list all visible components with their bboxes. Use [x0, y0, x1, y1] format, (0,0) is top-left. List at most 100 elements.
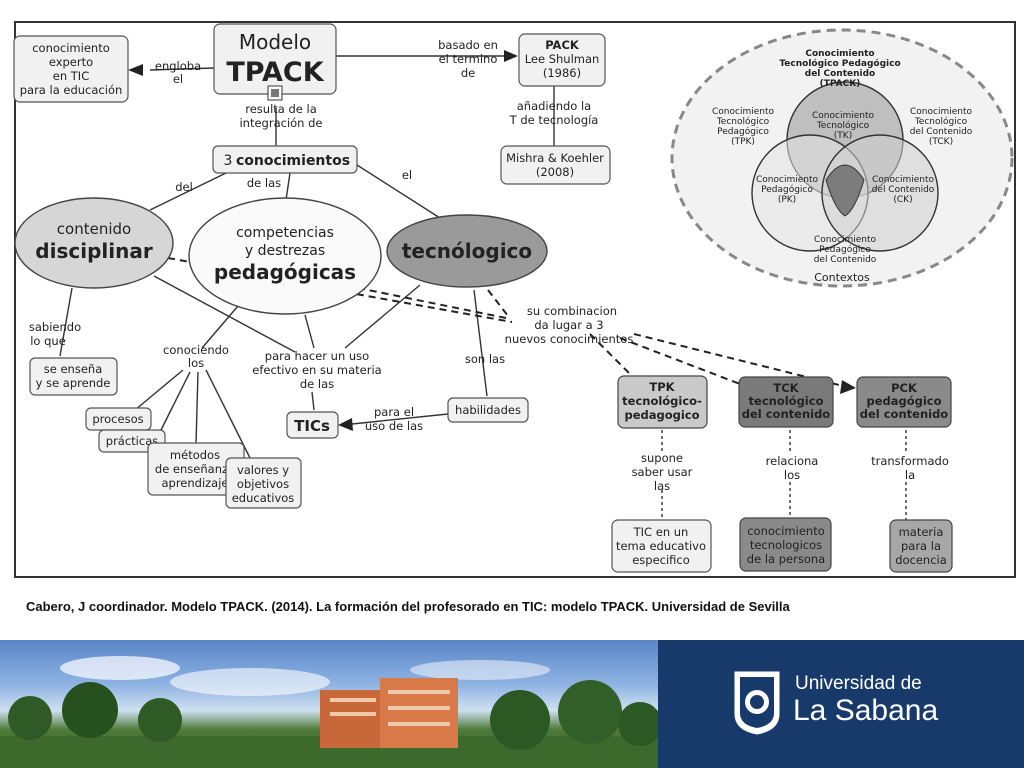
svg-text:tema educativo: tema educativo [616, 539, 706, 553]
svg-text:(CK): (CK) [893, 195, 912, 205]
svg-text:prácticas: prácticas [106, 434, 158, 448]
svg-text:conocimientos: conocimientos [236, 153, 350, 169]
svg-text:Lee Shulman: Lee Shulman [525, 52, 600, 66]
svg-text:la: la [905, 468, 915, 482]
svg-text:competencias: competencias [236, 225, 334, 241]
svg-text:de las: de las [300, 377, 334, 391]
svg-text:habilidades: habilidades [455, 403, 521, 417]
ensena-box: se enseña y se aprende [29, 357, 118, 396]
svg-text:relaciona: relaciona [766, 454, 819, 468]
svg-text:conocimiento: conocimiento [32, 41, 110, 55]
svg-text:(TCK): (TCK) [929, 137, 953, 147]
resulta-label: resulta de la [245, 102, 317, 116]
svg-text:aprendizaje: aprendizaje [161, 476, 228, 490]
footer-banner: Universidad de La Sabana [0, 640, 1024, 768]
svg-text:Tecnológico: Tecnológico [914, 116, 968, 127]
svg-text:Conocimiento: Conocimiento [872, 175, 934, 185]
svg-text:educativos: educativos [232, 491, 295, 505]
svg-text:los: los [188, 356, 204, 370]
svg-text:disciplinar: disciplinar [35, 239, 153, 263]
svg-text:TIC en un: TIC en un [633, 525, 689, 539]
svg-text:saber usar: saber usar [632, 465, 693, 479]
svg-text:Conocimiento: Conocimiento [712, 107, 774, 117]
svg-text:TICs: TICs [294, 417, 330, 435]
svg-text:de: de [461, 66, 475, 80]
campus-photo [0, 640, 658, 768]
conocimiento-tec-box: conocimiento tecnologicos de la persona [739, 517, 832, 572]
svg-text:T de tecnología: T de tecnología [509, 113, 599, 127]
svg-text:se enseña: se enseña [44, 362, 103, 376]
svg-text:Pedagógico: Pedagógico [717, 126, 769, 137]
svg-text:Pedagógico: Pedagógico [761, 184, 813, 195]
svg-text:(TPK): (TPK) [731, 137, 755, 147]
svg-text:sabiendo: sabiendo [29, 320, 81, 334]
svg-text:supone: supone [641, 451, 683, 465]
svg-text:el termino: el termino [439, 52, 498, 66]
svg-text:y destrezas: y destrezas [245, 243, 325, 259]
svg-text:uso de las: uso de las [365, 419, 423, 433]
svg-text:son las: son las [465, 352, 505, 366]
campus-illustration [0, 656, 658, 768]
svg-text:Conocimiento: Conocimiento [910, 107, 972, 117]
svg-text:Tecnológico Pedagógico: Tecnológico Pedagógico [779, 58, 900, 69]
svg-text:Conocimiento: Conocimiento [805, 49, 874, 59]
svg-text:pedagógico: pedagógico [866, 394, 941, 408]
svg-text:y se aprende: y se aprende [36, 376, 111, 390]
svg-text:3: 3 [224, 153, 233, 169]
metodos-box: métodos de enseñanza aprendizaje [147, 442, 245, 496]
tres-conocimientos-box: 3 conocimientos [212, 145, 358, 174]
svg-text:del Contenido: del Contenido [814, 255, 877, 265]
materia-box: materia para la docencia [889, 519, 953, 573]
connectors [59, 50, 555, 459]
svg-text:tecnologicos: tecnologicos [750, 538, 822, 552]
svg-text:da lugar a 3: da lugar a 3 [534, 318, 603, 332]
svg-text:Conocimiento: Conocimiento [756, 175, 818, 185]
svg-text:Tecnológico: Tecnológico [816, 120, 870, 131]
svg-text:el: el [402, 168, 412, 182]
svg-text:las: las [654, 479, 670, 493]
svg-text:del: del [175, 180, 193, 194]
pack-box: PACK Lee Shulman (1986) [518, 33, 606, 87]
tecnologico-node: tecnólogico [386, 214, 548, 288]
svg-text:(2008): (2008) [536, 165, 574, 179]
svg-text:conocimiento: conocimiento [747, 524, 825, 538]
basado-label: basado en [438, 38, 498, 52]
engloba-label: engloba [155, 59, 201, 73]
svg-text:Tecnológico: Tecnológico [716, 116, 770, 127]
brand-panel: Universidad de La Sabana [658, 640, 1024, 768]
svg-text:tecnológico-: tecnológico- [622, 394, 702, 408]
svg-text:tecnológico: tecnológico [749, 394, 824, 408]
svg-text:del contenido: del contenido [860, 407, 949, 421]
tpack-venn: Conocimiento Tecnológico Pedagógico del … [670, 28, 1014, 288]
svg-text:transformado: transformado [871, 454, 949, 468]
mishra-box: Mishra & Koehler (2008) [500, 145, 611, 185]
svg-text:contenido: contenido [57, 220, 131, 238]
valores-box: valores y objetivos educativos [225, 457, 302, 509]
tics-box: TICs [286, 411, 339, 439]
svg-text:integración de: integración de [239, 116, 322, 130]
svg-text:TCK: TCK [773, 381, 799, 395]
modelo-tpack-node: Modelo TPACK [213, 23, 337, 101]
pck-box: PCK pedagógico del contenido [856, 376, 952, 428]
svg-text:pedagogico: pedagogico [624, 408, 699, 422]
tpk-box: TPK tecnológico- pedagogico [617, 375, 708, 429]
svg-text:para la educación: para la educación [20, 83, 123, 97]
svg-text:(1986): (1986) [543, 66, 581, 80]
svg-text:Contextos: Contextos [814, 271, 870, 284]
anadiendo-label: añadiendo la [517, 99, 591, 113]
svg-text:de las: de las [247, 176, 281, 190]
svg-text:(TPACK): (TPACK) [820, 79, 861, 89]
svg-text:de la persona: de la persona [747, 552, 825, 566]
svg-text:objetivos: objetivos [237, 477, 289, 491]
svg-text:especifico: especifico [632, 553, 690, 567]
svg-text:PCK: PCK [891, 381, 918, 395]
tic-tema-box: TIC en un tema educativo especifico [611, 519, 712, 573]
svg-text:procesos: procesos [92, 412, 143, 426]
brand-name-line2: La Sabana [793, 694, 939, 727]
svg-text:su combinacion: su combinacion [527, 304, 617, 318]
main-title-line2: TPACK [226, 57, 324, 88]
svg-text:PACK: PACK [545, 38, 580, 52]
svg-text:nuevos conocimientos: nuevos conocimientos [505, 332, 634, 346]
svg-text:Pedagógico: Pedagógico [819, 244, 871, 255]
main-title-line1: Modelo [239, 30, 311, 54]
